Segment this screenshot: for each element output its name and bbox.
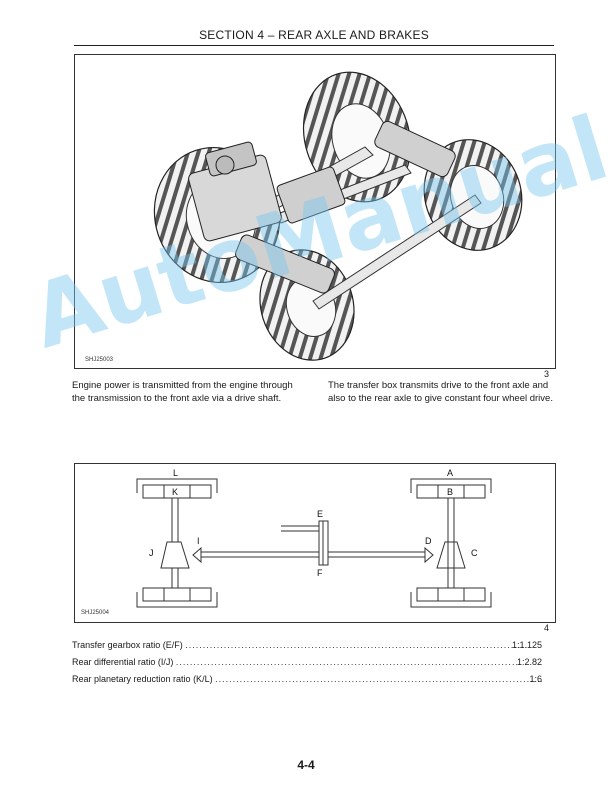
leader-dots: ........................................… xyxy=(175,657,519,667)
label-J: J xyxy=(149,548,154,558)
label-A: A xyxy=(447,468,453,478)
leader-dots: ........................................… xyxy=(215,674,542,684)
page-number: 4-4 xyxy=(297,758,315,772)
label-I: I xyxy=(197,536,200,546)
front-axle-housing xyxy=(235,120,456,294)
label-L: L xyxy=(173,468,178,478)
caption-left: Engine power is transmitted from the eng… xyxy=(72,379,322,405)
label-D: D xyxy=(425,536,432,546)
figure-4-number: 4 xyxy=(544,623,550,633)
leader-dots: ........................................… xyxy=(185,640,529,650)
tractor-drivetrain-illustration: SHJ25003 xyxy=(85,71,523,363)
drivetrain-schematic: L K A B E F I J D C SHJ25004 xyxy=(81,468,492,616)
figure-4-code: SHJ25004 xyxy=(81,610,110,616)
engine-block xyxy=(188,141,346,242)
caption-right-line-2: also to the rear axle to give constant f… xyxy=(328,393,553,404)
ratio-value-rear-differential: 1:2.82 xyxy=(516,657,542,667)
header-rule xyxy=(74,45,554,46)
label-K: K xyxy=(172,487,178,497)
caption-right-line-1: The transfer box transmits drive to the … xyxy=(328,380,549,391)
ratio-row-rear-differential: Rear differential ratio (I/J) ..........… xyxy=(72,657,542,667)
figure-3-number: 3 xyxy=(544,369,550,379)
caption-right: The transfer box transmits drive to the … xyxy=(328,379,558,405)
ratio-label-rear-differential: Rear differential ratio (I/J) xyxy=(72,657,174,667)
label-F: F xyxy=(317,568,323,578)
label-B: B xyxy=(447,487,453,497)
ratio-value-rear-planetary: 1:6 xyxy=(529,674,542,684)
ratio-row-rear-planetary: Rear planetary reduction ratio (K/L) ...… xyxy=(72,674,542,684)
label-C: C xyxy=(471,548,478,558)
caption-left-line-1: Engine power is transmitted from the eng… xyxy=(72,380,293,391)
ratio-label-rear-planetary: Rear planetary reduction ratio (K/L) xyxy=(72,674,213,684)
figure-3-frame: SHJ25003 xyxy=(74,54,556,369)
figure-3-code: SHJ25003 xyxy=(85,357,114,363)
caption-left-line-2: the transmission to the front axle via a… xyxy=(72,393,282,404)
ratio-label-transfer: Transfer gearbox ratio (E/F) xyxy=(72,640,183,650)
label-E: E xyxy=(317,509,323,519)
ratio-value-transfer: 1:1.125 xyxy=(511,640,542,650)
figure-4-frame: L K A B E F I J D C SHJ25004 xyxy=(74,463,556,623)
ratio-row-transfer: Transfer gearbox ratio (E/F) ...........… xyxy=(72,640,542,650)
section-header: SECTION 4 – REAR AXLE AND BRAKES xyxy=(199,28,429,42)
